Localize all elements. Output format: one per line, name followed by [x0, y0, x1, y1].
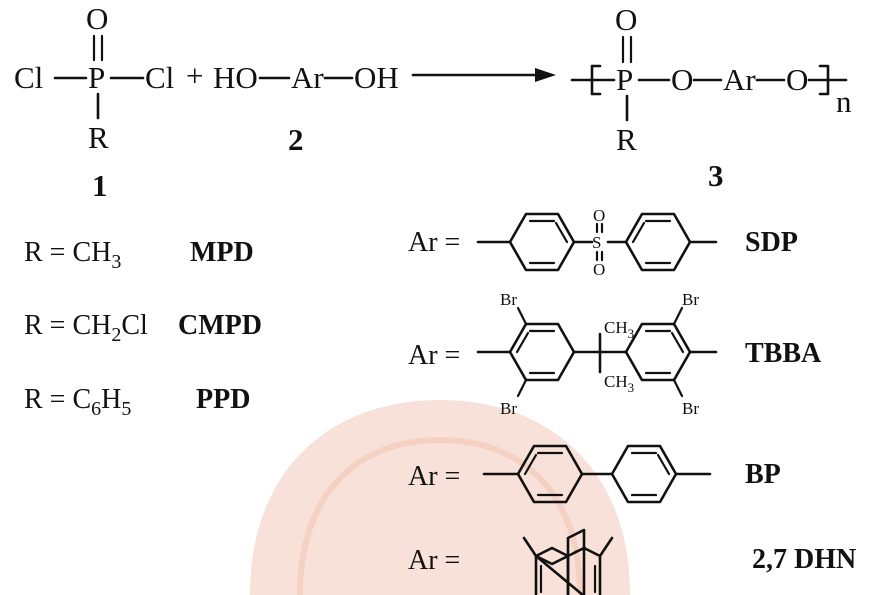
- reagent2-ar: Ar: [291, 60, 324, 95]
- aryl-code-dhn: 2,7 DHN: [752, 544, 856, 575]
- aryl-label: Ar =: [408, 227, 460, 258]
- reagent-diol: HO Ar OH 2: [213, 60, 399, 157]
- aryl-label: Ar =: [408, 545, 460, 576]
- compound-number-3: 3: [708, 158, 724, 193]
- reagent2-oh: OH: [354, 60, 399, 95]
- compound-number-2: 2: [288, 122, 304, 157]
- sulfonyl-o-top: O: [593, 206, 605, 225]
- reagent1-cl-left: Cl: [14, 60, 43, 95]
- plus-sign: +: [186, 58, 203, 93]
- svg-text:R = C6H5: R = C6H5: [24, 384, 131, 420]
- svg-text:R = CH3: R = CH3: [24, 237, 121, 273]
- compound-number-1: 1: [92, 168, 108, 203]
- substituent-formula: R = CH: [24, 310, 111, 341]
- aryl-label: Ar =: [408, 461, 460, 492]
- substituent-code-ppd: PPD: [196, 384, 250, 415]
- reagent1-cl-right: Cl: [145, 60, 174, 95]
- benzene-ring: [624, 212, 692, 272]
- reagent1-o: O: [86, 1, 108, 36]
- product-r: R: [616, 122, 637, 157]
- aryl-sdp: Ar = S O O SDP: [408, 206, 798, 279]
- substituent-ppd: R = C6H5 PPD: [24, 384, 250, 420]
- bromine-atom: Br: [500, 399, 517, 418]
- product-polyphosphonate: P O R O Ar O n 3: [570, 2, 852, 193]
- reagent1-p: P: [88, 60, 105, 95]
- product-o1: O: [671, 62, 693, 97]
- methyl-group: CH: [604, 372, 628, 391]
- aryl-dhn: Ar = 2,7 DHN: [408, 528, 856, 595]
- benzene-ring: [610, 444, 678, 504]
- product-p: P: [616, 62, 633, 97]
- product-o-top: O: [615, 2, 637, 37]
- aryl-code-bp: BP: [745, 459, 781, 490]
- aryl-tbba: Ar = Br Br CH3 CH3 Br Br TBBA: [408, 290, 822, 418]
- aryl-bp: Ar = BP: [408, 444, 781, 504]
- benzene-ring: [508, 212, 576, 272]
- product-subscript-n: n: [836, 84, 852, 119]
- benzene-ring: [624, 322, 692, 382]
- reaction-arrow: [411, 68, 556, 82]
- bromine-atom: Br: [500, 290, 517, 309]
- substituent-cmpd: R = CH2Cl CMPD: [24, 310, 262, 346]
- substituent-formula: R = C: [24, 384, 91, 415]
- substituent-mpd: R = CH3 MPD: [24, 237, 254, 273]
- methyl-group: CH: [604, 318, 628, 337]
- svg-text:R = CH2Cl: R = CH2Cl: [24, 310, 148, 346]
- aryl-label: Ar =: [408, 340, 460, 371]
- substituent-code-cmpd: CMPD: [178, 310, 262, 341]
- svg-text:CH3: CH3: [604, 372, 634, 395]
- product-ar: Ar: [723, 62, 756, 97]
- svg-text:CH3: CH3: [604, 318, 634, 341]
- aryl-code-sdp: SDP: [745, 227, 798, 258]
- sulfur-atom: S: [592, 233, 601, 252]
- substituent-code-mpd: MPD: [190, 237, 254, 268]
- aryl-code-tbba: TBBA: [745, 338, 822, 369]
- bromine-atom: Br: [682, 290, 699, 309]
- watermark-seal: [250, 400, 630, 595]
- substituent-formula: R = CH: [24, 237, 111, 268]
- bromine-atom: Br: [682, 399, 699, 418]
- benzene-ring: [508, 322, 576, 382]
- naphthalene-ring: [534, 528, 602, 595]
- reagent2-ho: HO: [213, 60, 258, 95]
- sulfonyl-o-bottom: O: [593, 260, 605, 279]
- product-o2: O: [786, 62, 808, 97]
- reagent1-r: R: [88, 120, 109, 155]
- reagent-dichlorophosphonate: Cl P Cl O R 1: [14, 1, 174, 203]
